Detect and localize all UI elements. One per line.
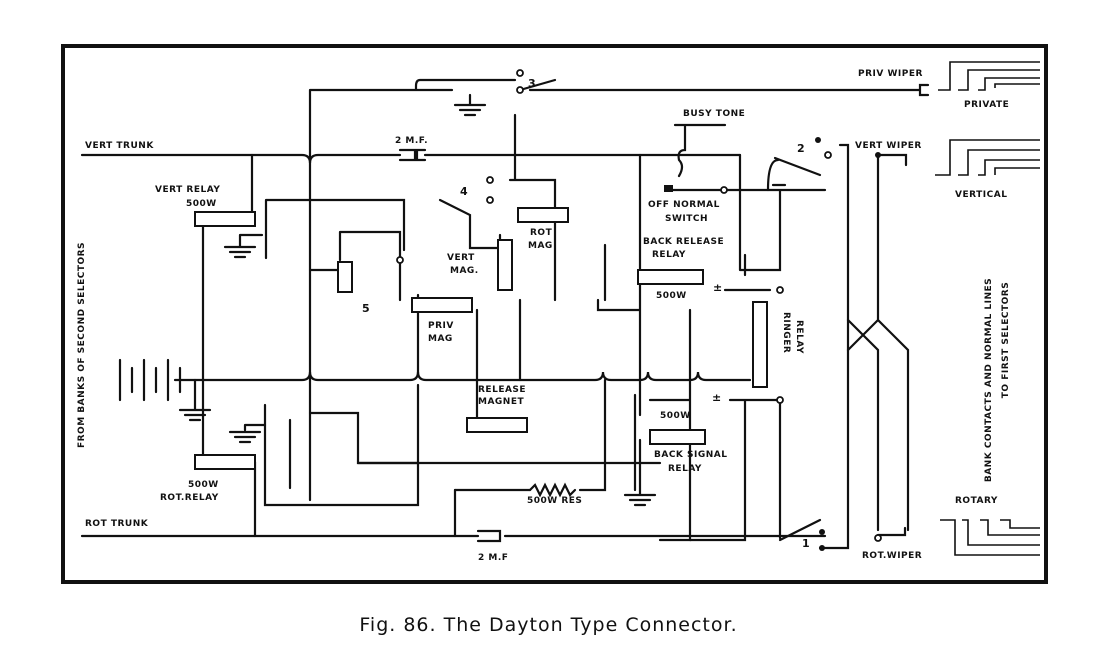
switch-number-2: 2 (797, 142, 805, 155)
switch-number-3: 3 (528, 77, 536, 90)
figure-caption: Fig. 86. The Dayton Type Connector. (359, 614, 738, 636)
back-signal-relay-coil (649, 429, 706, 445)
priv-mag-coil (411, 297, 473, 313)
release-magnet-coil (466, 417, 528, 433)
rot-relay-label: ROT.RELAY (160, 493, 219, 503)
ringer-relay-label-2: RELAY (794, 320, 804, 354)
diagram-frame (61, 44, 1048, 584)
back-release-relay-label: RELAY (652, 250, 686, 260)
right-side-label-2: TO FIRST SELECTORS (1001, 282, 1011, 398)
switch-number-1: 1 (802, 537, 810, 550)
vert-relay-coil (194, 211, 256, 227)
right-side-label: BANK CONTACTS AND NORMAL LINES (984, 278, 994, 482)
rot-trunk-label: ROT TRUNK (85, 519, 149, 529)
back-signal-label: BACK SIGNAL (654, 450, 728, 460)
private-label: PRIVATE (964, 100, 1009, 110)
vert-relay-res-label: 500W (186, 199, 217, 209)
vert-mag-coil (497, 239, 513, 291)
priv-mag-label-2: MAG (428, 334, 453, 344)
switch-number-4: 4 (460, 185, 468, 198)
back-release-label: BACK RELEASE (643, 237, 724, 247)
ringer-relay-label: RINGER (781, 312, 791, 353)
rot-mag-label-2: MAG (528, 241, 553, 251)
vert-mag-label: VERT (447, 253, 475, 263)
switch-label: SWITCH (665, 214, 708, 224)
resistor-label: 500W RES (527, 496, 582, 506)
rot-mag-coil (517, 207, 569, 223)
back-release-res-label: 500W (656, 291, 687, 301)
back-release-relay-coil (637, 269, 704, 285)
plus-minus-label-2: ± (712, 391, 721, 404)
release-magnet-label: RELEASE (478, 385, 526, 395)
vert-trunk-label: VERT TRUNK (85, 141, 154, 151)
priv-mag-label: PRIV (428, 321, 454, 331)
left-side-label: FROM BANKS OF SECOND SELECTORS (77, 242, 87, 448)
vert-mag-label-2: MAG. (450, 266, 479, 276)
capacitor-top-label: 2 M.F. (395, 136, 428, 146)
rot-relay-res-label: 500W (188, 480, 219, 490)
vert-relay-label: VERT RELAY (155, 185, 220, 195)
vert-wiper-label: VERT WIPER (855, 141, 922, 151)
switch-number-5: 5 (362, 302, 370, 315)
busy-tone-label: BUSY TONE (683, 109, 745, 119)
rot-mag-label: ROT (530, 228, 553, 238)
wiring (80, 61, 1040, 556)
priv-wiper-label: PRIV WIPER (858, 69, 923, 79)
ringer-relay-coil (752, 301, 768, 388)
labels: VERT TRUNK ROT TRUNK VERT RELAY 500W 500… (77, 69, 1011, 563)
rotary-label: ROTARY (955, 496, 998, 506)
back-signal-res-label: 500W (660, 411, 691, 421)
back-signal-relay-label: RELAY (668, 464, 702, 474)
vertical-label: VERTICAL (955, 190, 1007, 200)
rot-relay-coil (194, 454, 256, 470)
capacitor-bottom-label: 2 M.F (478, 553, 508, 563)
contacts (396, 69, 882, 551)
release-magnet-label-2: MAGNET (478, 397, 524, 407)
off-normal-label: OFF NORMAL (648, 200, 720, 210)
plus-minus-label: ± (713, 281, 722, 294)
armature (337, 261, 353, 293)
coils (194, 207, 768, 470)
rot-wiper-label: ROT.WIPER (862, 551, 922, 561)
